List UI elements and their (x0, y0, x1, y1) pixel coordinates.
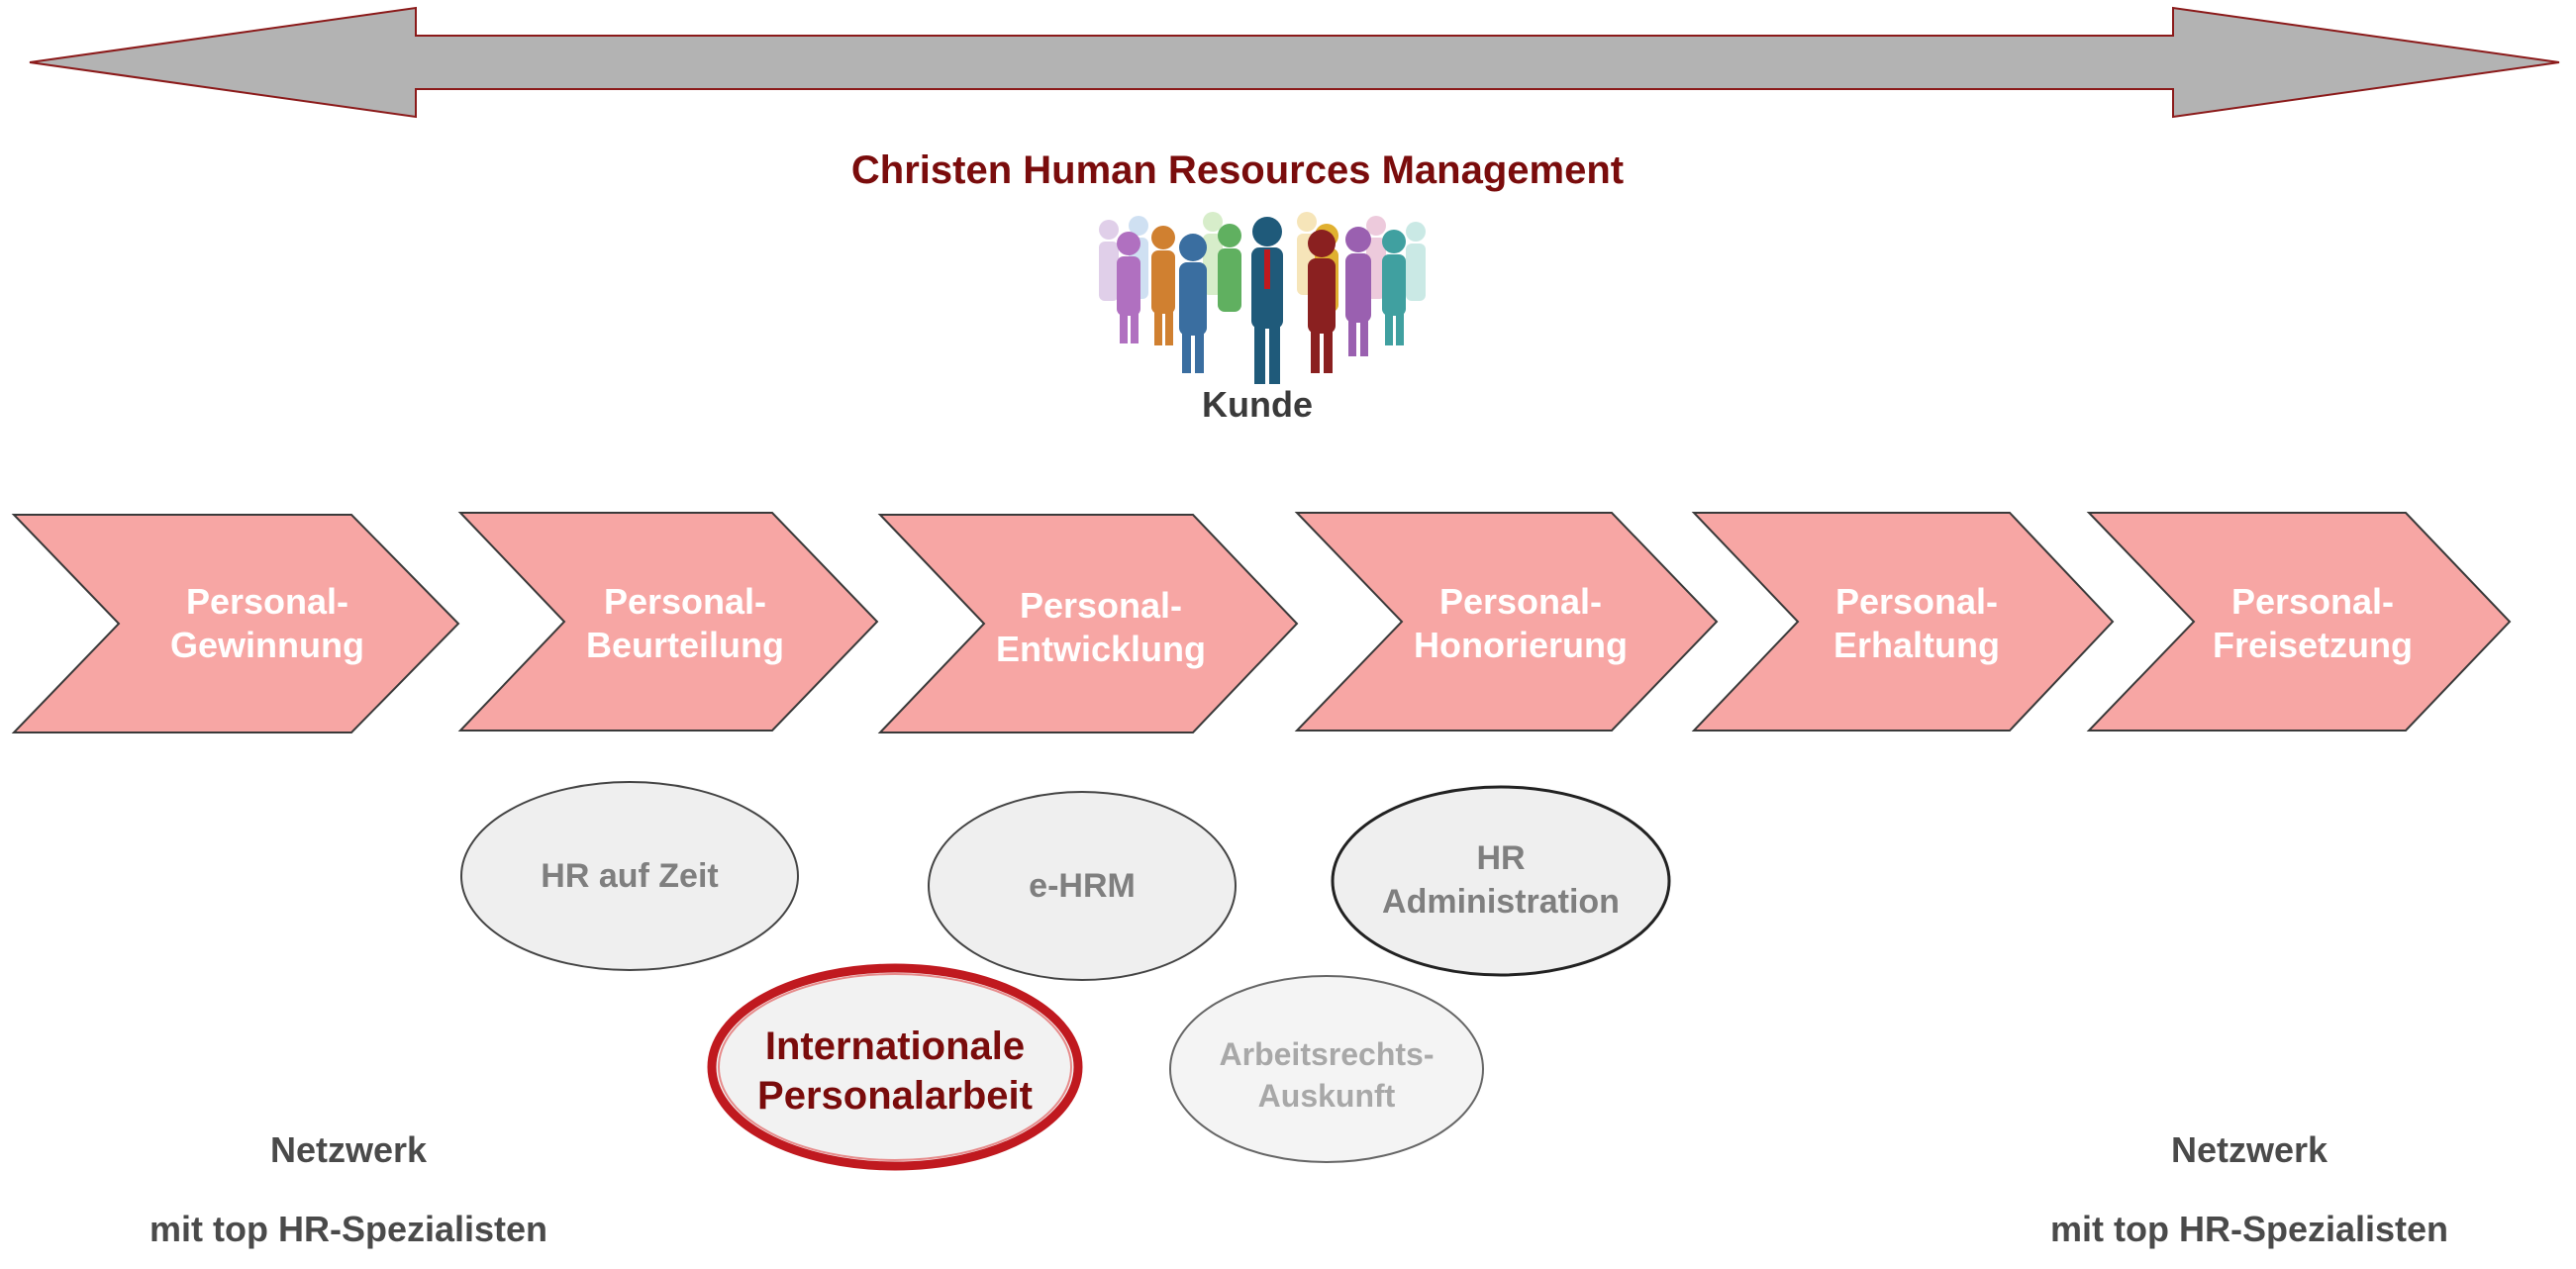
step-label-honorierung: Personal- Honorierung (1372, 580, 1669, 667)
step-label-line2: Freisetzung (2212, 625, 2414, 665)
step-label-line2: Erhaltung (1833, 625, 2000, 665)
oval-e-hrm (928, 791, 1237, 981)
oval-label-e-hrm: e-HRM (934, 865, 1231, 907)
step-label-line1: Personal- (2230, 581, 2395, 622)
chevron-personal-erhaltung (1691, 512, 2115, 732)
chevron-personal-beurteilung (457, 512, 879, 732)
oval-label-hr-administration: HR Administration (1347, 836, 1654, 924)
diagram-title: Christen Human Resources Management (850, 148, 1625, 192)
oval-hr-administration (1331, 785, 1671, 977)
step-label-freisetzung: Personal- Freisetzung (2164, 580, 2461, 667)
oval-label-line1: HR (1476, 839, 1526, 877)
step-label-beurteilung: Personal- Beurteilung (537, 580, 834, 667)
step-label-line1: Personal- (1438, 581, 1603, 622)
step-label-line2: Beurteilung (585, 625, 784, 665)
oval-label-line2: Administration (1382, 883, 1620, 921)
step-label-line1: Personal- (185, 581, 349, 622)
oval-label-hr-auf-zeit: HR auf Zeit (481, 855, 778, 897)
network-line1: Netzwerk (269, 1129, 428, 1170)
kunde-label: Kunde (1202, 384, 1313, 425)
step-label-entwicklung: Personal- Entwicklung (952, 584, 1249, 671)
step-label-line2: Gewinnung (170, 625, 364, 665)
network-line2: mit top HR-Spezialisten (149, 1209, 548, 1249)
people-crowd-illustration (1087, 212, 1443, 386)
network-line1: Netzwerk (2170, 1129, 2328, 1170)
oval-label-arbeitsrechts-auskunft: Arbeitsrechts- Auskunft (1178, 1033, 1475, 1117)
oval-label-internationale-personalarbeit: Internationale Personalarbeit (732, 1022, 1058, 1121)
step-label-erhaltung: Personal- Erhaltung (1768, 580, 2065, 667)
oval-hr-auf-zeit (460, 781, 799, 971)
step-label-line2: Honorierung (1414, 625, 1628, 665)
network-label-right: Netzwerk mit top HR-Spezialisten (1952, 1111, 2546, 1269)
oval-internationale-personalarbeit (707, 963, 1083, 1171)
service-ovals (460, 781, 1671, 1171)
step-label-line2: Entwicklung (995, 629, 1206, 669)
network-label-left: Netzwerk mit top HR-Spezialisten (51, 1111, 645, 1269)
oval-label-line1: Arbeitsrechts- (1219, 1036, 1435, 1072)
chevron-personal-gewinnung (11, 514, 460, 733)
oval-arbeitsrechts-auskunft (1169, 975, 1484, 1163)
chevron-personal-entwicklung (877, 514, 1299, 733)
oval-label-line2: Personalarbeit (757, 1074, 1033, 1118)
chevron-personal-freisetzung (2086, 512, 2512, 732)
step-label-line1: Personal- (1834, 581, 1999, 622)
step-label-line1: Personal- (1019, 585, 1183, 626)
step-label-line1: Personal- (603, 581, 767, 622)
step-label-gewinnung: Personal- Gewinnung (119, 580, 416, 667)
network-line2: mit top HR-Spezialisten (2049, 1209, 2449, 1249)
oval-internationale-outline (718, 973, 1072, 1161)
process-chevrons (11, 512, 2512, 733)
double-headed-arrow (29, 6, 2560, 119)
chevron-personal-honorierung (1294, 512, 1719, 732)
oval-label-line1: HR auf Zeit (541, 857, 719, 895)
oval-label-line1: Internationale (764, 1025, 1026, 1068)
oval-label-line1: e-HRM (1029, 867, 1136, 905)
oval-label-line2: Auskunft (1257, 1078, 1396, 1114)
